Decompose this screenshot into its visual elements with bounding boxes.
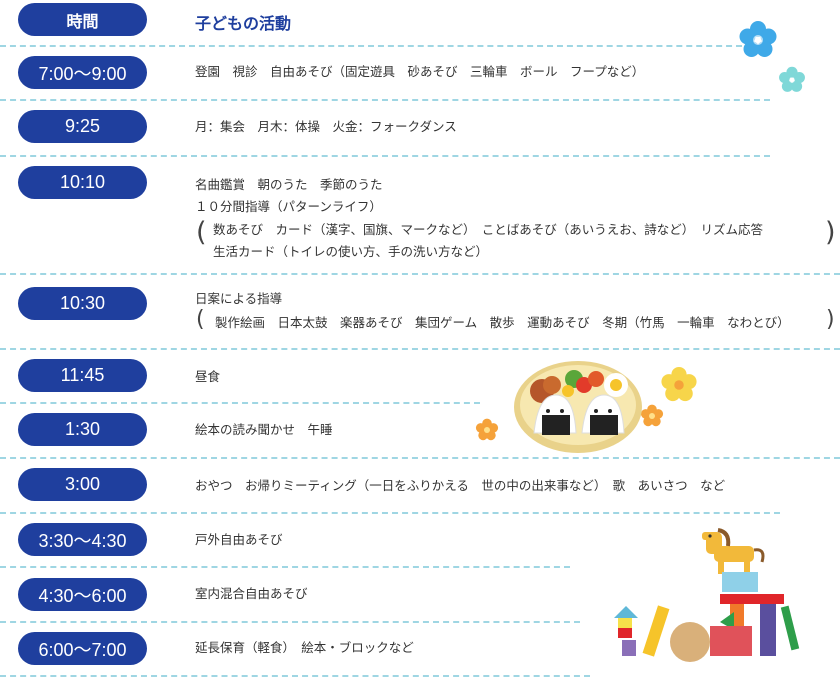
- time-pill: 4:30〜6:00: [18, 578, 147, 611]
- separator: [0, 621, 580, 623]
- activity-text: 日案による指導: [195, 291, 283, 306]
- separator: [0, 566, 570, 568]
- open-bracket: (: [196, 217, 207, 248]
- time-pill: 10:30: [18, 287, 147, 320]
- separator: [0, 155, 770, 157]
- time-pill: 1:30: [18, 413, 147, 446]
- separator: [0, 512, 780, 514]
- close-bracket: ): [825, 217, 836, 248]
- flower-icon: [779, 66, 805, 92]
- open-bracket: (: [196, 307, 205, 332]
- activity-text: １０分間指導（パターンライフ）: [195, 199, 382, 214]
- activity-text: 製作絵画 日本太鼓 楽器あそび 集団ゲーム 散歩 運動あそび 冬期（竹馬 一輪車…: [215, 315, 790, 330]
- activity-column-header: 子どもの活動: [195, 14, 292, 33]
- time-pill: 11:45: [18, 359, 147, 392]
- toy-horse-icon: [702, 528, 765, 574]
- separator: [0, 99, 770, 101]
- activity-text: 登園 視診 自由あそび（固定遊具 砂あそび 三輪車 ボール フープなど）: [195, 64, 645, 79]
- activity-text: 室内混合自由あそび: [195, 586, 308, 601]
- activity-text: 昼食: [195, 369, 221, 384]
- flower-icon: [661, 366, 697, 402]
- activity-text: おやつ お帰りミーティング（一日をふりかえる 世の中の出来事など） 歌 あいさつ…: [195, 478, 726, 493]
- separator: [0, 273, 840, 275]
- time-pill: 10:10: [18, 166, 147, 199]
- separator: [0, 402, 480, 404]
- activity-text: 生活カード（トイレの使い方、手の洗い方など）: [213, 244, 489, 259]
- separator: [0, 457, 840, 459]
- flower-icon: [640, 404, 664, 427]
- separator: [0, 45, 742, 47]
- flower-icon: [475, 418, 499, 441]
- activity-text: 名曲鑑賞 朝のうた 季節のうた: [195, 177, 383, 192]
- activity-text: 月：集会 月木：体操 火金：フォークダンス: [195, 119, 457, 134]
- flower-icon: [739, 21, 777, 57]
- activity-text: 絵本の読み聞かせ 午睡: [195, 422, 333, 437]
- separator: [0, 675, 590, 677]
- activity-text: 延長保育（軽食） 絵本・ブロックなど: [195, 640, 414, 655]
- activity-text: 数あそび カード（漢字、国旗、マークなど） ことばあそび（あいうえお、詩など） …: [213, 222, 764, 237]
- time-pill: 9:25: [18, 110, 147, 143]
- close-bracket: ): [826, 307, 835, 332]
- bento-icon: [514, 361, 642, 453]
- activity-text: 戸外自由あそび: [195, 532, 283, 547]
- time-column-header: 時間: [18, 3, 147, 36]
- toy-blocks-icon: [614, 572, 800, 662]
- time-pill: 7:00〜9:00: [18, 56, 147, 89]
- time-pill: 3:30〜4:30: [18, 523, 147, 556]
- separator: [0, 348, 840, 350]
- time-pill: 3:00: [18, 468, 147, 501]
- time-pill: 6:00〜7:00: [18, 632, 147, 665]
